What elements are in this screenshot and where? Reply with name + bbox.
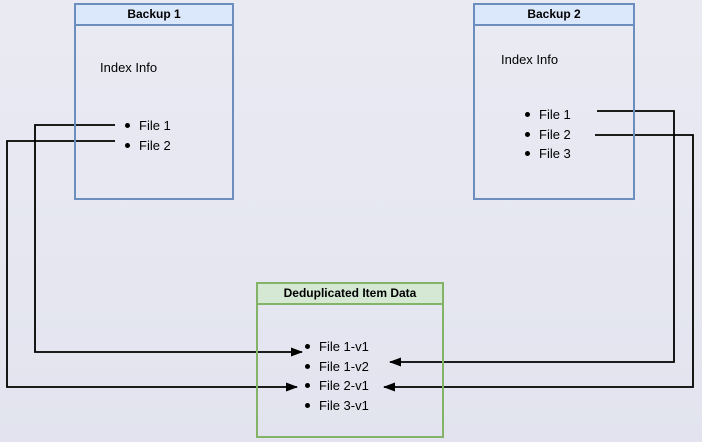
bullet-icon [305,383,310,389]
file-label: File 1 [139,118,171,134]
bullet-icon [525,131,530,137]
list-item: File 2 [525,125,571,145]
file-label: File 1 [539,107,571,123]
dedup-title: Deduplicated Item Data [283,286,417,300]
dedup-item-label: File 3-v1 [319,397,369,413]
bullet-icon [525,151,530,157]
backup1-file-list: File 1 File 2 [125,116,171,155]
list-item: File 1 [525,105,571,125]
list-item: File 3-v1 [305,396,369,416]
file-label: File 2 [139,137,171,153]
backup2-index-info-label: Index Info [501,52,559,67]
dedup-item-label: File 2-v1 [319,378,369,394]
dedup-item-label: File 1-v2 [319,358,369,374]
list-item: File 3 [525,144,571,164]
backup1-title: Backup 1 [127,7,181,21]
backup2-header: Backup 2 [475,5,633,26]
bullet-icon [125,123,130,129]
backup1-index-info-label: Index Info [100,60,158,75]
list-item: File 1-v2 [305,357,369,377]
list-item: File 2 [125,136,171,156]
file-label: File 3 [539,146,571,162]
dedup-item-list: File 1-v1 File 1-v2 File 2-v1 File 3-v1 [305,337,369,415]
bullet-icon [305,344,310,350]
backup2-title: Backup 2 [527,7,581,21]
dedup-item-label: File 1-v1 [319,339,369,355]
file-label: File 2 [539,126,571,142]
bullet-icon [525,112,530,118]
list-item: File 1 [125,116,171,136]
bullet-icon [305,363,310,369]
bullet-icon [125,142,130,148]
backup1-header: Backup 1 [76,5,232,26]
dedup-box: Deduplicated Item Data File 1-v1 File 1-… [256,282,444,438]
backup2-file-list: File 1 File 2 File 3 [525,105,571,164]
dedup-header: Deduplicated Item Data [258,284,442,305]
list-item: File 1-v1 [305,337,369,357]
bullet-icon [305,402,310,408]
backup2-box: Backup 2 Index Info File 1 File 2 File 3 [473,3,635,200]
backup1-box: Backup 1 Index Info File 1 File 2 [74,3,234,200]
list-item: File 2-v1 [305,376,369,396]
